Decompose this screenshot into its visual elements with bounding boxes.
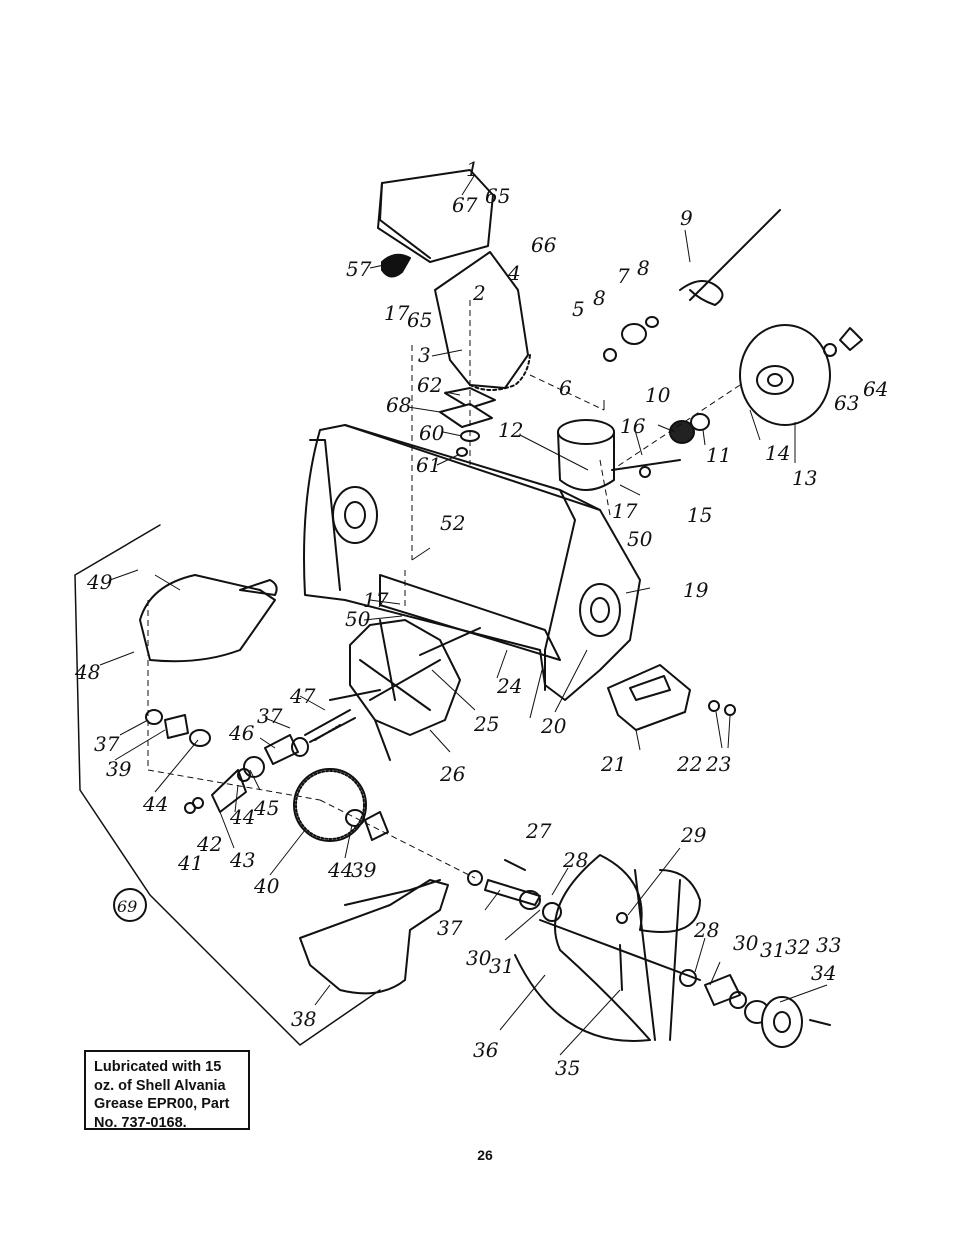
callout-44a: 44	[142, 792, 168, 816]
callout-15: 15	[687, 503, 712, 527]
note-line-3: Grease EPR00, Part	[94, 1095, 244, 1114]
callout-44b: 44	[229, 805, 255, 829]
callout-34: 34	[811, 961, 836, 985]
callout-65a: 65	[485, 184, 510, 208]
callout-37b: 37	[257, 704, 283, 728]
callout-66: 66	[531, 233, 557, 257]
callout-44c: 44	[327, 858, 353, 882]
callout-22: 22	[676, 752, 702, 776]
page-number: 26	[470, 1147, 500, 1163]
callout-68: 68	[386, 393, 411, 417]
callout-32: 32	[785, 935, 810, 959]
callout-31b: 31	[760, 938, 785, 962]
callout-29: 29	[680, 823, 707, 847]
callout-10: 10	[645, 383, 671, 407]
callout-43: 43	[229, 848, 255, 872]
callout-40: 40	[253, 874, 280, 898]
callout-49: 49	[86, 570, 113, 594]
note-line-4: No. 737-0168.	[94, 1114, 244, 1133]
callout-17a: 17	[384, 301, 410, 325]
impeller-part	[350, 620, 460, 735]
callout-39b: 39	[351, 858, 377, 882]
callout-21: 21	[600, 752, 626, 776]
note-line-2: oz. of Shell Alvania	[94, 1077, 244, 1096]
pulley-part	[740, 325, 830, 425]
callout-1: 1	[466, 157, 479, 181]
callout-11: 11	[706, 443, 731, 467]
callout-57: 57	[346, 257, 372, 281]
callout-48: 48	[74, 660, 100, 684]
gear-cover-top-part	[140, 575, 275, 661]
callout-28b: 28	[693, 918, 719, 942]
callout-61: 61	[416, 453, 441, 477]
callout-63: 63	[834, 391, 859, 415]
callout-13: 13	[792, 466, 817, 490]
gear-housing-part	[300, 880, 448, 993]
callout-60: 60	[419, 421, 445, 445]
lubrication-note: Lubricated with 15 oz. of Shell Alvania …	[84, 1050, 250, 1130]
callout-8a: 8	[593, 286, 606, 310]
callout-30a: 30	[466, 946, 492, 970]
callout-39a: 39	[106, 757, 132, 781]
callout-37c: 37	[437, 916, 463, 940]
callout-20: 20	[540, 714, 567, 738]
callout-27: 27	[525, 819, 552, 843]
callout-17b: 17	[612, 499, 638, 523]
callout-52: 52	[440, 511, 465, 535]
callout-25: 25	[473, 712, 499, 736]
callout-65b: 65	[407, 308, 432, 332]
callout-24: 24	[496, 674, 522, 698]
callout-47: 47	[289, 684, 316, 708]
callout-64: 64	[863, 377, 888, 401]
callout-26: 26	[439, 762, 466, 786]
callout-38: 38	[291, 1007, 316, 1031]
callout-14: 14	[765, 441, 790, 465]
callout-69: 69	[117, 897, 137, 916]
callout-67: 67	[452, 193, 478, 217]
callout-6: 6	[559, 376, 572, 400]
callout-62: 62	[417, 373, 442, 397]
callout-9: 9	[680, 206, 693, 230]
callout-3: 3	[418, 343, 431, 367]
callout-50b: 50	[345, 607, 371, 631]
callout-37a: 37	[94, 732, 120, 756]
callout-7: 7	[617, 264, 630, 288]
callout-2: 2	[472, 281, 486, 305]
callout-4: 4	[507, 261, 521, 285]
callout-45: 45	[253, 796, 279, 820]
callout-23: 23	[705, 752, 731, 776]
callout-19: 19	[683, 578, 709, 602]
callout-12: 12	[498, 418, 523, 442]
callout-31a: 31	[489, 954, 514, 978]
skid-shoe-part	[608, 665, 690, 730]
callout-16: 16	[620, 414, 646, 438]
callout-28a: 28	[562, 848, 588, 872]
callout-42: 42	[196, 832, 222, 856]
callout-46: 46	[228, 721, 255, 745]
knob-part	[382, 255, 410, 277]
callout-35: 35	[555, 1056, 580, 1080]
callout-8b: 8	[637, 256, 650, 280]
note-line-1: Lubricated with 15	[94, 1058, 244, 1077]
callout-5: 5	[572, 297, 585, 321]
callout-36: 36	[473, 1038, 499, 1062]
callout-33: 33	[816, 933, 841, 957]
callout-50a: 50	[627, 527, 653, 551]
callout-30b: 30	[733, 931, 759, 955]
